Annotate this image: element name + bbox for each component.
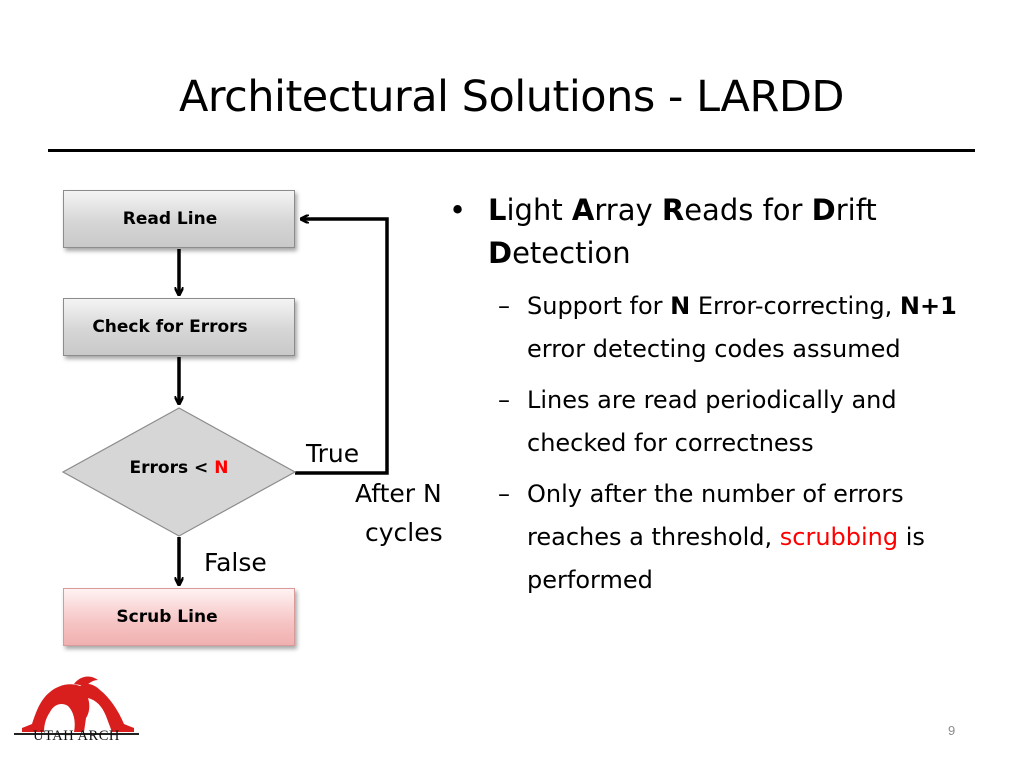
- scrub-line-box: Scrub Line: [63, 588, 295, 646]
- slide-title: Architectural Solutions - LARDD: [178, 72, 845, 122]
- sub-bullet-codes: – Support for N Error-correcting, N+1 er…: [443, 285, 1003, 371]
- sub-bullet-dash: –: [498, 480, 510, 508]
- true-label: True: [306, 439, 360, 468]
- loop-label-line2: cycles: [365, 518, 443, 547]
- decision-diamond: [61, 407, 297, 537]
- sub-bullet-dash: –: [498, 292, 510, 320]
- decision-label-prefix: Errors <: [129, 458, 215, 478]
- scrub-line-label: Scrub Line: [116, 607, 218, 627]
- sub-bullet-periodic: – Lines are read periodically and checke…: [443, 379, 1003, 465]
- title-divider: [48, 149, 975, 152]
- bullet-dot: •: [449, 193, 467, 227]
- read-line-label: Read Line: [122, 209, 218, 229]
- page-number: 9: [948, 723, 956, 738]
- read-line-box: Read Line: [63, 190, 295, 248]
- sub-bullet-scrubbing: – Only after the number of errors reache…: [443, 473, 1003, 602]
- sub-bullet-dash: –: [498, 386, 510, 414]
- utah-arch-logo: [14, 676, 139, 735]
- arrow-true-loop: [295, 219, 389, 475]
- check-errors-label: Check for Errors: [92, 317, 248, 337]
- check-errors-box: Check for Errors: [63, 298, 295, 356]
- false-label: False: [204, 548, 267, 577]
- loop-label-line1: After N: [355, 479, 442, 508]
- decision-label-n: N: [214, 458, 229, 478]
- logo-text: UTAH ARCH: [33, 728, 120, 744]
- decision-label: Errors < N: [63, 458, 295, 478]
- arch-icon: [22, 683, 134, 732]
